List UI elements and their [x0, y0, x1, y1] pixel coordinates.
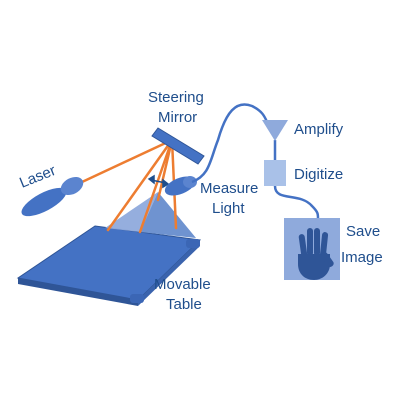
digitizer-box	[264, 160, 286, 186]
save-image-label-line2: Image	[341, 249, 383, 266]
amplify-label: Amplify	[294, 121, 344, 138]
sample-object-left-face	[105, 192, 158, 232]
movable-table-label-line2: Table	[166, 296, 202, 313]
wire-detector-to-amplifier	[191, 103, 270, 184]
measure-light-detector	[164, 176, 197, 196]
laser-label: Laser	[17, 162, 58, 192]
steering-mirror-label-line1: Steering	[148, 89, 204, 106]
movable-table-label-line1: Movable	[154, 276, 211, 293]
movable-table-side	[138, 240, 200, 306]
digitize-label: Digitize	[294, 166, 343, 183]
table-handle-left	[130, 294, 144, 303]
steering-mirror	[151, 127, 205, 165]
double-arrow-icon	[147, 174, 170, 189]
measure-light-label-line2: Light	[212, 200, 245, 217]
laser-device	[21, 176, 84, 217]
wire-digitizer-to-save	[273, 185, 320, 219]
steering-mirror-label-line2: Mirror	[158, 109, 197, 126]
sample-object-right-face	[140, 192, 196, 238]
save-image-label-line1: Save	[346, 223, 380, 240]
measure-light-label-line1: Measure	[200, 180, 258, 197]
hand-icon	[298, 228, 334, 280]
amplifier-icon	[262, 120, 288, 141]
table-handle-right	[186, 239, 200, 248]
movable-table-edge	[18, 278, 138, 306]
